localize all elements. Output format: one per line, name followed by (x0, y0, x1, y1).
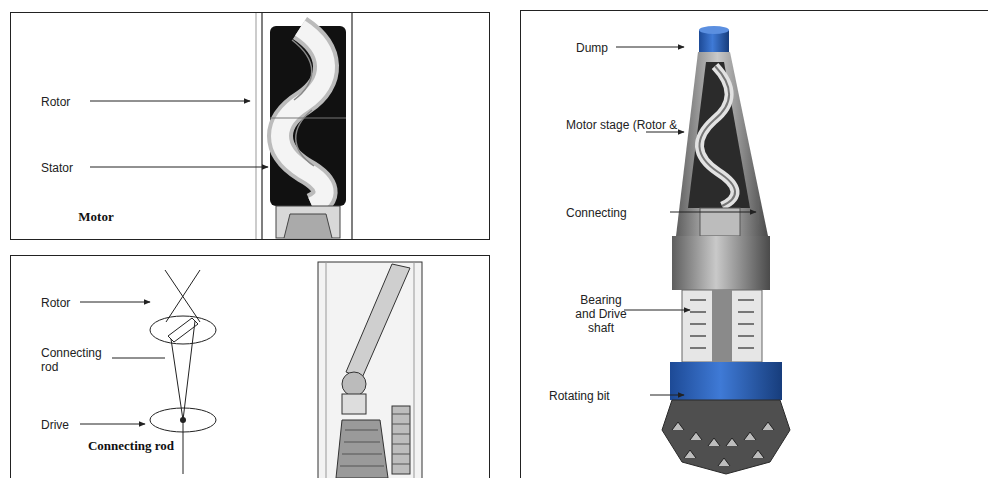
rotor-orbit (150, 316, 216, 344)
schematic-line (165, 270, 200, 322)
leader-arrow (650, 395, 684, 396)
schematic-line (183, 420, 184, 474)
bit-teeth (672, 422, 774, 466)
leader-tick (758, 198, 759, 224)
gear-stack (392, 406, 410, 474)
leader-line (112, 358, 165, 359)
schematic-line (166, 270, 200, 322)
drill-bit (662, 400, 790, 474)
leader-arrow (616, 47, 684, 48)
connecting-rod-illustration (80, 262, 422, 478)
tube-wall (256, 12, 257, 240)
middle-housing (672, 236, 770, 290)
drive-shaft (712, 290, 732, 362)
part-label: Connecting (566, 206, 666, 220)
coupling (284, 214, 332, 238)
panel-box: DumpMotor stage (Rotor & ConnectingBearin… (520, 10, 988, 478)
part-label: Rotating bit (549, 389, 649, 403)
rotor-helix (280, 28, 326, 206)
leader-arrow (80, 424, 145, 425)
rotor-shading (292, 40, 314, 166)
stage-line (270, 118, 346, 119)
panel-box: RotorStatorMotor (10, 12, 490, 240)
part-label: Rotor (41, 95, 101, 109)
part-label: Bearing and Drive shaft (571, 293, 631, 335)
rotor-helix (280, 28, 326, 206)
housing-wall (414, 262, 415, 478)
figure-caption: Connecting rod (81, 438, 181, 453)
connecting-rod (346, 264, 410, 378)
housing-wall (326, 262, 327, 478)
leader-arrow (90, 167, 268, 168)
part-label: Stator (41, 161, 101, 175)
bearing-rings (690, 300, 754, 348)
housing (318, 262, 422, 478)
drive-hub (336, 420, 388, 478)
panel-box: RotorConnecting rodDriveConnecting rod (10, 255, 490, 478)
leader-arrow (80, 302, 150, 303)
part-label: Connecting rod (41, 346, 111, 374)
gear-teeth (392, 414, 410, 464)
stator-body (270, 26, 346, 206)
rotor-helix (699, 66, 735, 206)
rotor-shading (699, 66, 735, 206)
leader-arrow (90, 101, 250, 102)
figure-caption: Motor (61, 209, 131, 224)
stator-cutaway (688, 62, 750, 208)
universal-joint (342, 372, 366, 396)
part-label: Rotor (41, 296, 101, 310)
motor-illustration (90, 12, 352, 240)
bit-sub (670, 362, 782, 400)
tube-wall (351, 12, 353, 240)
mud-motor-illustration (616, 26, 790, 474)
drive-ridges (340, 430, 384, 466)
coupling (276, 206, 340, 238)
universal-joint (342, 394, 366, 414)
part-label: Drive (41, 418, 101, 432)
bearing-cutaway (682, 290, 762, 362)
schematic-line (183, 321, 195, 420)
leader-arrow (670, 212, 756, 213)
leader-arrow (624, 310, 690, 311)
part-label: Motor stage (Rotor & (566, 118, 678, 132)
motor-housing (676, 52, 768, 236)
dump-sub (699, 26, 729, 34)
part-label: Dump (576, 41, 636, 55)
tube-wall (261, 12, 263, 240)
